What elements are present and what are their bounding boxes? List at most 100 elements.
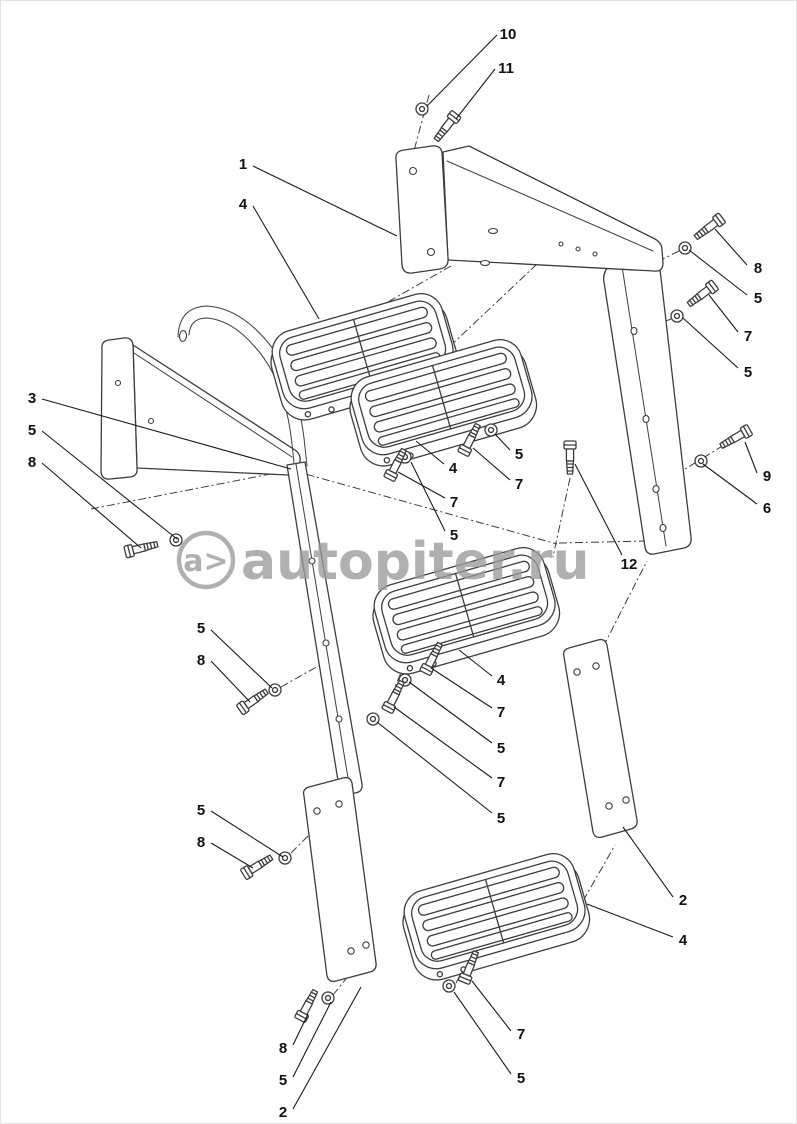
callout-leader-9 [744, 441, 758, 474]
washer-5 [670, 309, 684, 323]
callout-leader-5 [408, 681, 493, 744]
callout-leader-5 [210, 629, 273, 689]
callout-label-5: 5 [197, 620, 205, 637]
callout-label-2: 2 [279, 1104, 287, 1121]
callout-label-3: 3 [28, 390, 36, 407]
bolt-8 [123, 537, 160, 559]
callout-label-7: 7 [450, 494, 458, 511]
washer-5 [268, 683, 282, 697]
callout-leader-7 [397, 471, 446, 499]
callout-leader-4 [252, 205, 320, 320]
bolt-8 [691, 212, 727, 243]
callout-label-8: 8 [279, 1040, 287, 1057]
washer-5 [442, 979, 456, 993]
callout-label-4: 4 [497, 672, 506, 689]
callout-label-4: 4 [679, 932, 688, 949]
callout-leader-5 [292, 1001, 332, 1078]
callout-leader-2 [622, 826, 674, 898]
bolt-12 [563, 440, 577, 475]
washer-5 [169, 533, 183, 547]
callout-leader-7 [393, 706, 493, 779]
callout-leader-7 [471, 980, 512, 1032]
callout-leader-5 [494, 433, 511, 451]
callout-leader-8 [714, 228, 748, 266]
callout-leader-5 [688, 249, 748, 296]
callout-leader-5 [410, 461, 446, 532]
callout-label-7: 7 [515, 476, 523, 493]
watermark-logo-circle [176, 530, 236, 590]
callout-leader-12 [574, 463, 623, 556]
washer-10 [415, 102, 429, 116]
callout-label-5: 5 [497, 740, 505, 757]
right-rail [603, 246, 692, 555]
washer-5 [278, 851, 292, 865]
callout-leader-1 [252, 165, 398, 237]
callout-leader-5 [453, 991, 512, 1075]
callout-label-1: 1 [239, 156, 247, 173]
callout-label-8: 8 [197, 652, 205, 669]
callout-leader-11 [455, 68, 496, 120]
callout-label-9: 9 [763, 468, 771, 485]
bolt-7 [380, 678, 408, 715]
callout-leader-8 [210, 660, 251, 703]
callout-leader-5 [682, 317, 739, 369]
callout-leader-8 [41, 462, 142, 549]
callout-leader-3 [41, 398, 292, 470]
callout-leader-7 [472, 447, 511, 481]
callout-label-7: 7 [497, 704, 505, 721]
callout-label-5: 5 [197, 802, 205, 819]
washer-5 [321, 991, 335, 1005]
callout-label-4: 4 [449, 460, 458, 477]
right-side-plate [562, 638, 638, 839]
callout-label-5: 5 [450, 527, 458, 544]
callout-leader-10 [426, 34, 498, 107]
callout-label-5: 5 [279, 1072, 287, 1089]
callout-label-8: 8 [197, 834, 205, 851]
bolt-8 [235, 685, 271, 716]
bolt-9 [717, 423, 754, 452]
callout-label-7: 7 [744, 328, 752, 345]
lower-left-plate [302, 776, 377, 983]
callout-leader-8 [210, 842, 254, 869]
callout-leader-7 [430, 667, 493, 709]
callout-label-4: 4 [239, 196, 248, 213]
callout-label-5: 5 [517, 1070, 525, 1087]
callout-label-5: 5 [515, 446, 523, 463]
callout-label-12: 12 [621, 556, 638, 573]
washer-5 [366, 712, 380, 726]
callout-leader-8 [292, 1013, 309, 1046]
callout-label-6: 6 [763, 500, 771, 517]
callout-label-5: 5 [497, 810, 505, 827]
callout-label-8: 8 [28, 454, 36, 471]
callout-label-8: 8 [754, 260, 762, 277]
callout-label-2: 2 [679, 892, 687, 909]
callout-leader-5 [376, 721, 493, 814]
bolt-11 [430, 109, 462, 145]
front-leg [286, 461, 363, 795]
bolt-7 [684, 279, 720, 310]
callout-leader-4 [586, 903, 674, 938]
callout-label-11: 11 [498, 60, 514, 77]
callout-leader-5 [210, 810, 284, 858]
watermark-logo-text: a> [183, 544, 228, 579]
callout-leader-5 [41, 430, 178, 540]
callout-leader-7 [708, 294, 739, 333]
step-tread-4 [394, 847, 596, 987]
callout-label-5: 5 [28, 422, 36, 439]
left-panel [100, 337, 301, 480]
callout-leader-4 [458, 649, 493, 677]
callout-label-5: 5 [754, 290, 762, 307]
callout-label-5: 5 [744, 364, 752, 381]
washer-5 [678, 241, 692, 255]
callout-leader-2 [292, 986, 362, 1110]
watermark-brand-text: autopiter.ru [241, 532, 590, 592]
callout-leader-4 [415, 440, 445, 465]
bolt-8 [293, 987, 322, 1024]
callout-label-7: 7 [497, 774, 505, 791]
callout-label-7: 7 [517, 1026, 525, 1043]
callout-leader-6 [702, 463, 758, 505]
watermark: a> autopiter.ru [176, 530, 590, 592]
